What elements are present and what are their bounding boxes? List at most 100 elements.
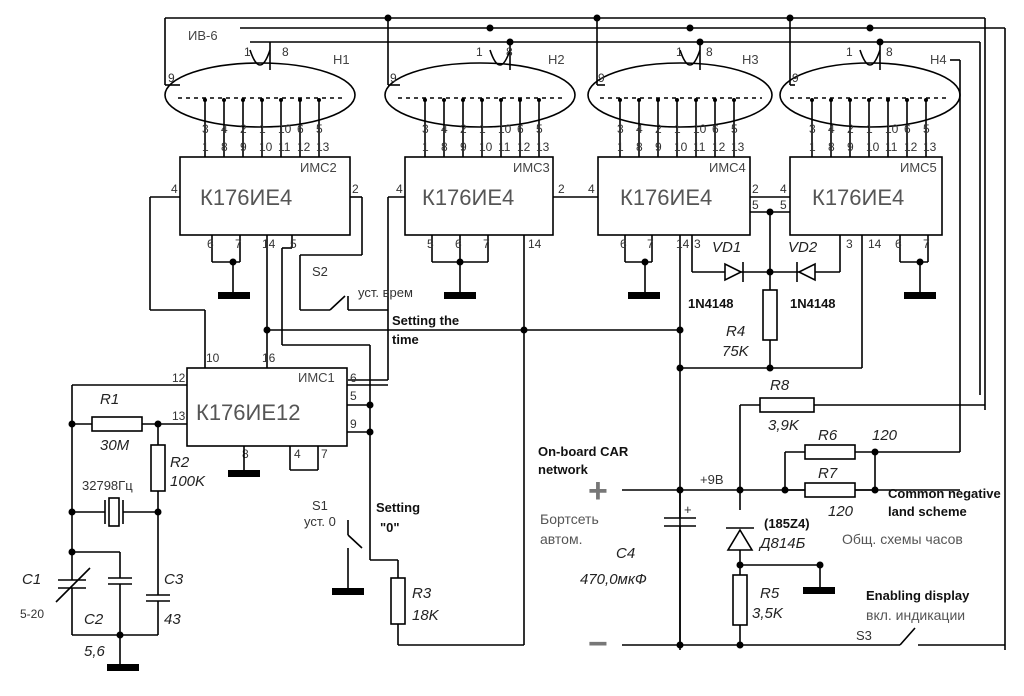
segment-pin-label: 10 [278, 122, 292, 136]
zener-diode: (185Z4) Д814Б [726, 516, 810, 555]
segment-pin-label: 2 [655, 122, 662, 136]
segment-node [279, 98, 283, 102]
segment-pin-label: 6 [517, 122, 524, 136]
switch-name: S1 [312, 498, 328, 513]
component-name: R5 [760, 585, 780, 602]
pin-label: 12 [172, 371, 186, 385]
component-value: 1N4148 [688, 296, 734, 311]
pin-label: 10 [206, 351, 220, 365]
segment-pin-label: 9 [847, 140, 854, 154]
pin-label: 5 [752, 198, 759, 212]
switch-ru-label: уст. врем [358, 285, 413, 300]
component-value: 18K [412, 607, 440, 624]
segment-pin-label: 13 [923, 140, 937, 154]
tube-model-label: ИВ-6 [188, 28, 218, 43]
resistor-r7: R7 120 [804, 465, 856, 520]
segment-node [442, 98, 446, 102]
segment-pin-label: 5 [316, 122, 323, 136]
tube-label: H4 [930, 52, 947, 67]
ic-part-label: К176ИЕ4 [422, 185, 514, 210]
segment-node [637, 98, 641, 102]
switch-name: S3 [856, 628, 872, 643]
segment-node [810, 98, 814, 102]
switch-s2[interactable]: S2 уст. врем Setting the time [312, 264, 459, 347]
crystal [108, 497, 120, 527]
minus-terminal: − [588, 625, 608, 663]
resistor-r5: R5 3,5K [732, 574, 784, 626]
segment-node [618, 98, 622, 102]
switch-name: S2 [312, 264, 328, 279]
segment-pin-label: 13 [731, 140, 745, 154]
common-en-label: land scheme [888, 504, 967, 519]
ic-part-label: К176ИЕ12 [196, 400, 300, 425]
segment-pin-label: 12 [517, 140, 531, 154]
component-name: R6 [818, 427, 838, 444]
pin-label: 4 [396, 182, 403, 196]
switch-en-label: Setting [376, 500, 420, 515]
component-labels-left: R1 30M R2 100K 32798Гц C1 5-20 C2 5,6 C3… [20, 391, 206, 660]
pin-label: 3 [846, 237, 853, 251]
ic-part-label: К176ИЕ4 [812, 185, 904, 210]
segment-node [867, 98, 871, 102]
power-en-label: network [538, 462, 589, 477]
segment-pin-label: 9 [240, 140, 247, 154]
tube-pin-label: 1 [244, 45, 251, 59]
resistor-r8: R8 3,9K [759, 377, 815, 434]
pin-label: 5 [427, 237, 434, 251]
segment-pin-label: 3 [617, 122, 624, 136]
segment-pin-label: 1 [422, 140, 429, 154]
tube-pin-label: 1 [676, 45, 683, 59]
segment-node [241, 98, 245, 102]
component-value: Д814Б [758, 535, 806, 552]
segment-pin-label: 2 [460, 122, 467, 136]
segment-pin-label: 1 [674, 122, 681, 136]
oscillator-section [55, 384, 187, 664]
segment-pin-label: 10 [498, 122, 512, 136]
switch-en-label: Setting the [392, 313, 459, 328]
segment-pin-label: 10 [693, 122, 707, 136]
pin-label: 4 [171, 182, 178, 196]
crystal-label: 32798Гц [82, 478, 133, 493]
segment-pin-label: 4 [221, 122, 228, 136]
pin-label: 6 [895, 237, 902, 251]
segment-pin-label: 1 [479, 122, 486, 136]
pin-label: 6 [620, 237, 627, 251]
tube-h4: 9 1 8 H4 [779, 45, 961, 128]
tube-pin-label: 9 [792, 71, 799, 85]
segment-pin-label: 1 [259, 122, 266, 136]
pin-label: 6 [455, 237, 462, 251]
segment-node [848, 98, 852, 102]
segment-pin-label: 4 [828, 122, 835, 136]
segment-pin-label: 9 [460, 140, 467, 154]
tube-pin-label: 9 [598, 71, 605, 85]
segment-pin-label: 12 [904, 140, 918, 154]
pin-label: 8 [242, 447, 249, 461]
segment-pin-label: 6 [297, 122, 304, 136]
ic-name-label: ИМС1 [298, 370, 335, 385]
segment-pin-label: 5 [536, 122, 543, 136]
segment-pin-label: 12 [712, 140, 726, 154]
segment-node [298, 98, 302, 102]
pin-label: 14 [528, 237, 542, 251]
pin-label: 2 [352, 182, 359, 196]
switch-s1[interactable]: S1 уст. 0 Setting "0" [304, 498, 420, 588]
resistor-r6: R6 120 [804, 427, 898, 460]
segment-pin-label: 8 [221, 140, 228, 154]
pin-label: 4 [780, 182, 787, 196]
ic-part-label: К176ИЕ4 [200, 185, 292, 210]
pin-label: 14 [868, 237, 882, 251]
segment-pin-label: 1 [202, 140, 209, 154]
component-name: C4 [616, 545, 635, 562]
component-name: R3 [412, 585, 432, 602]
tube-pin-label: 8 [886, 45, 893, 59]
tube-label: H2 [548, 52, 565, 67]
segment-pin-label: 10 [259, 140, 273, 154]
pin-label: 7 [321, 447, 328, 461]
component-value: 43 [164, 611, 181, 628]
segment-pin-label: 10 [866, 140, 880, 154]
segment-pin-label: 8 [636, 140, 643, 154]
segment-pin-label: 3 [202, 122, 209, 136]
segment-wires [203, 98, 928, 157]
switch-s3[interactable]: S3 вкл. индикации Enabling display [856, 588, 970, 643]
segment-pin-label: 13 [536, 140, 550, 154]
